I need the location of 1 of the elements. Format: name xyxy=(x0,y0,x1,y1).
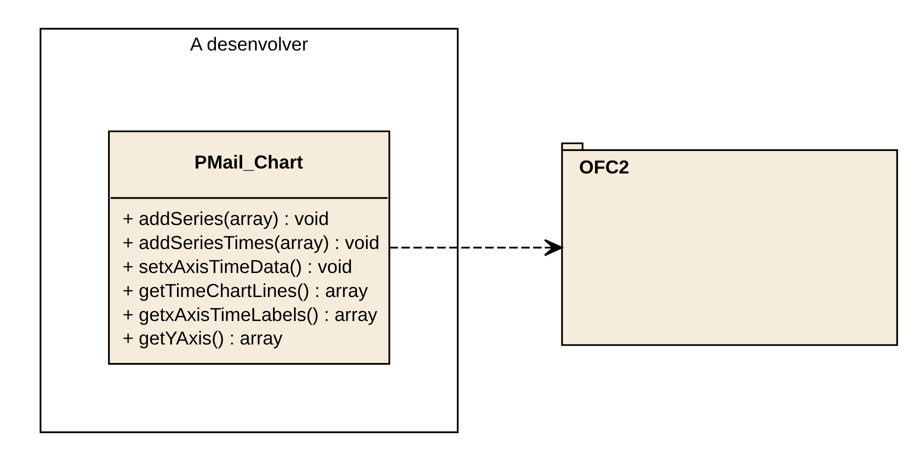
arrow xyxy=(389,239,563,256)
